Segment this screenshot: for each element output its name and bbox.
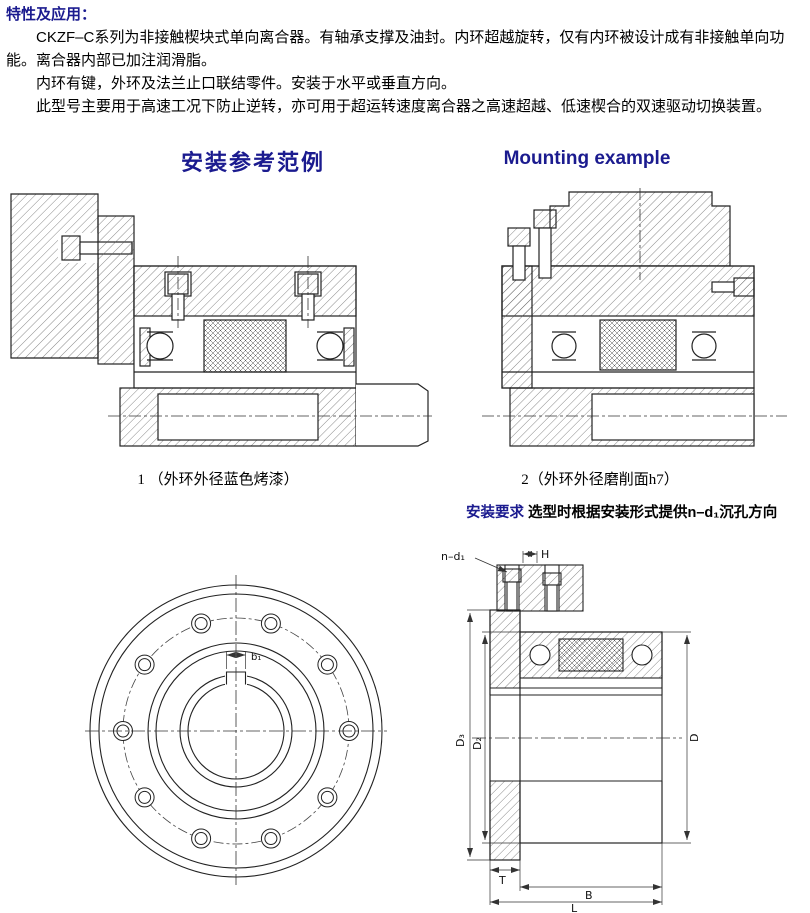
drawing-caption-2: 2（外环外径磨削面h7） [521,472,679,488]
dim-label-n-d1: n–d₁ [441,550,465,563]
mounting-drawing-1 [10,193,432,447]
bearing-ball-left [551,333,577,359]
dim-label-T: T [498,874,506,887]
mounting-requirement-note: 安装要求选型时根据安装形式提供n–d₁沉孔方向 [466,501,777,522]
note-text: 选型时根据安装形式提供n–d₁沉孔方向 [528,505,778,521]
bearing-ball [529,644,551,666]
dim-label-D: D [688,734,701,742]
bearing-ball [631,644,653,666]
section-title: 特性及应用： [6,6,97,23]
centerlines [85,575,387,885]
cap-screw-1 [507,227,531,247]
clutch-assembly [133,265,357,389]
sprag-cage-section [558,638,624,672]
dim-label-H: H [541,548,549,561]
bearing-ball-right [316,332,344,360]
dim-label-b1: b₁ [251,652,261,663]
intro-paragraph-1: CKZF–C系列为非接触楔块式单向离合器。有轴承支撑及油封。内环超越旋转，仅有内… [6,29,785,69]
note-label: 安装要求 [466,505,524,521]
sprag-cage-section [599,319,677,371]
intro-paragraph-2: 内环有键，外环及法兰止口联结零件。安装于水平或垂直方向。 [36,75,457,92]
centerlines [482,188,787,417]
intro-paragraph-3: 此型号主要用于高速工况下防止逆转，亦可用于超运转速度离合器之高速超越、低速楔合的… [36,98,772,115]
cap-screw-2 [533,209,557,229]
heading-mounting-example-en: Mounting example [503,148,671,169]
machine-wall [10,193,99,359]
front-view-drawing: b₁ [85,575,387,885]
clutch-body-section [487,609,665,861]
drawing-caption-1: 1 （外环外径蓝色烤漆） [137,472,299,488]
mounting-drawing-2 [482,188,787,447]
bearing-ball-right [691,333,717,359]
side-section-drawing: n–d₁ H [441,548,701,913]
heading-mounting-example-zh: 安装参考范例 [180,150,325,175]
dim-label-B: B [585,889,593,902]
centerlines [108,256,432,417]
counterbore-detail [496,564,584,612]
dim-label-L: L [571,902,578,913]
bearing-ball-left [146,332,174,360]
horizontal-bolt [733,277,755,297]
dimension-lines [467,609,691,905]
intro-section: 特性及应用： CKZF–C系列为非接触楔块式单向离合器。有轴承支撑及油封。内环超… [0,0,810,118]
dim-label-D2: D₂ [471,737,484,750]
hub-and-bore [509,387,755,447]
flange-plate [97,215,135,365]
dim-H [522,551,538,563]
hub-and-shaft [119,383,429,447]
bolt-holes [113,613,359,849]
sprag-cage-section [203,319,287,373]
dim-label-D3: D₃ [454,734,467,747]
